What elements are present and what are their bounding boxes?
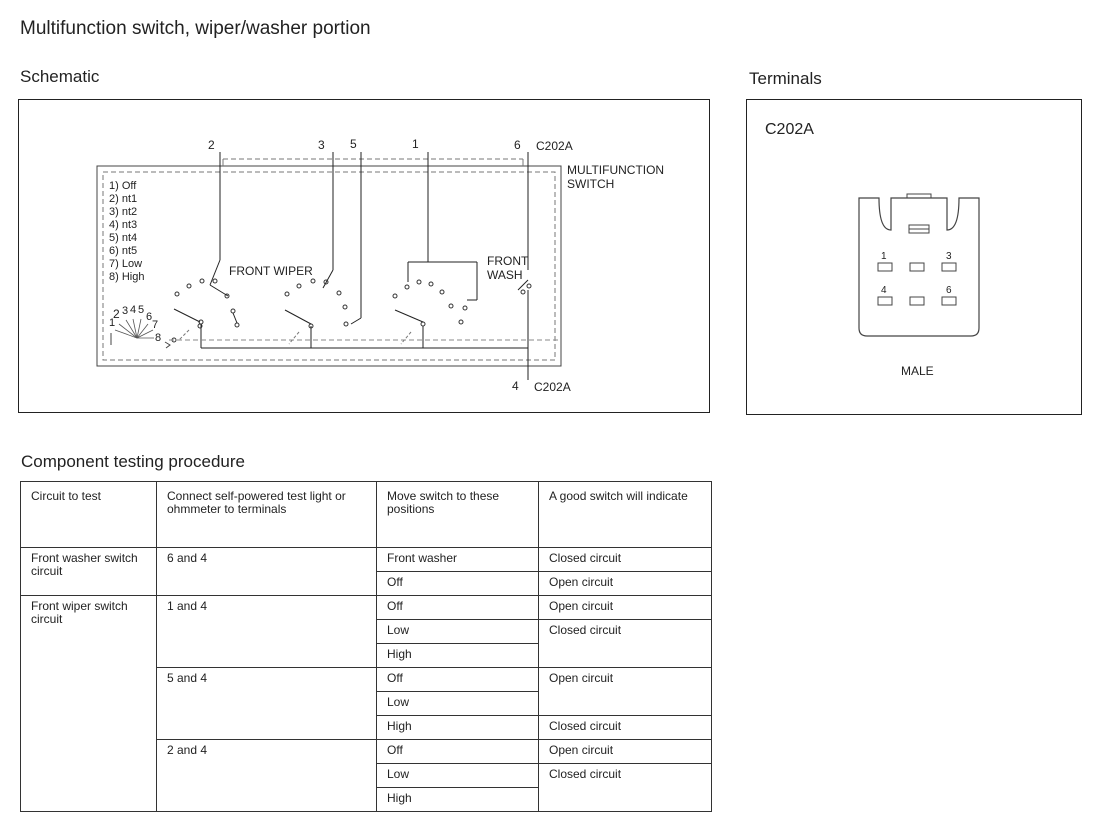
front-wash-label-line1: FRONT bbox=[487, 254, 529, 268]
position-6: 6) nt5 bbox=[109, 245, 137, 257]
header-positions: Move switch to these positions bbox=[376, 481, 539, 548]
result-cell: Open circuit bbox=[538, 595, 712, 620]
connector-housing bbox=[858, 197, 980, 337]
terminals-heading: Terminals bbox=[749, 69, 822, 88]
switch-label-line2: SWITCH bbox=[567, 177, 614, 191]
table-row: Low Closed circuit bbox=[21, 619, 712, 668]
terminal-label-4: 4 bbox=[881, 285, 887, 296]
connector-face-diagram: C202A 1 3 4 6 MALE bbox=[765, 121, 980, 378]
page-title: Multifunction switch, wiper/washer porti… bbox=[20, 18, 371, 39]
result-cell: Open circuit bbox=[538, 739, 712, 764]
procedure-table: Circuit to test Connect self-powered tes… bbox=[20, 481, 712, 812]
connector-gender-label: MALE bbox=[901, 364, 934, 378]
schematic-diagram: 2 3 5 1 6 C202A MULTIFUNCTION SWITCH 1) … bbox=[96, 137, 664, 394]
pin-label-5: 5 bbox=[350, 137, 357, 151]
terminal-label-6: 6 bbox=[946, 285, 952, 296]
table-row: Low Closed circuit bbox=[21, 763, 712, 812]
schematic-panel: 2 3 5 1 6 C202A MULTIFUNCTION SWITCH 1) … bbox=[18, 99, 710, 413]
position-cell: Low bbox=[376, 691, 539, 716]
pin-label-6: 6 bbox=[514, 138, 521, 152]
procedure-heading: Component testing procedure bbox=[21, 452, 245, 471]
position-4: 4) nt3 bbox=[109, 219, 137, 231]
circuit-cell: Front washer switch circuit bbox=[20, 547, 157, 596]
table-row: Front washer switch circuit 6 and 4 Fron… bbox=[20, 547, 712, 596]
result-cell: Closed circuit bbox=[538, 619, 712, 668]
table-row: High Closed circuit bbox=[21, 715, 712, 740]
dial-number-3: 3 bbox=[122, 305, 128, 317]
header-circuit: Circuit to test bbox=[20, 481, 157, 548]
terminal-slot-1 bbox=[877, 262, 893, 272]
terminal-label-3: 3 bbox=[946, 251, 952, 262]
pin-label-4: 4 bbox=[512, 379, 519, 393]
position-cell: Off bbox=[376, 667, 539, 692]
terminal-slot-3 bbox=[941, 262, 957, 272]
schematic-heading: Schematic bbox=[20, 67, 100, 86]
terminal-slot-4 bbox=[877, 296, 893, 306]
position-cell: Low bbox=[376, 619, 539, 644]
terminals-cell: 5 and 4 bbox=[156, 667, 377, 740]
circuit-cell: Front wiper switch circuit bbox=[20, 595, 157, 812]
terminal-slot-5 bbox=[909, 296, 925, 306]
terminals-cell: 6 and 4 bbox=[156, 547, 377, 596]
front-wiper-label: FRONT WIPER bbox=[229, 264, 313, 278]
position-cell: Low bbox=[376, 763, 539, 788]
connector-bottom-label: C202A bbox=[534, 380, 571, 394]
position-cell: Off bbox=[376, 739, 539, 764]
result-cell: Open circuit bbox=[538, 667, 712, 716]
position-cell: High bbox=[376, 643, 539, 668]
pin-label-3: 3 bbox=[318, 138, 325, 152]
dial-number-8: 8 bbox=[155, 332, 161, 344]
header-result: A good switch will indicate bbox=[538, 481, 712, 548]
position-cell: Off bbox=[376, 571, 539, 596]
position-cell: Front washer bbox=[376, 547, 539, 572]
terminal-slot-6 bbox=[941, 296, 957, 306]
position-cell: High bbox=[376, 787, 539, 812]
table-row: High bbox=[21, 787, 712, 812]
terminals-panel: C202A 1 3 4 6 MALE bbox=[746, 99, 1082, 415]
result-cell: Open circuit bbox=[538, 571, 712, 596]
result-cell: Closed circuit bbox=[538, 763, 712, 812]
terminal-slot-2 bbox=[909, 262, 925, 272]
position-3: 3) nt2 bbox=[109, 206, 137, 218]
dial-number-1: 1 bbox=[109, 317, 115, 329]
dial-number-7: 7 bbox=[152, 319, 158, 331]
terminals-cell: 1 and 4 bbox=[156, 595, 377, 668]
terminals-cell: 2 and 4 bbox=[156, 739, 377, 812]
result-cell: Closed circuit bbox=[538, 715, 712, 740]
dial-number-2: 2 bbox=[113, 307, 120, 321]
connector-top-label: C202A bbox=[536, 139, 573, 153]
position-1: 1) Off bbox=[109, 180, 137, 192]
switch-label-line1: MULTIFUNCTION bbox=[567, 163, 664, 177]
position-8: 8) High bbox=[109, 271, 144, 283]
position-cell: Off bbox=[376, 595, 539, 620]
pin-label-2: 2 bbox=[208, 138, 215, 152]
pin-label-1: 1 bbox=[412, 137, 419, 151]
header-terminals: Connect self-powered test light or ohmme… bbox=[156, 481, 377, 548]
position-2: 2) nt1 bbox=[109, 193, 137, 205]
terminal-label-1: 1 bbox=[881, 251, 887, 262]
dial-number-4: 4 bbox=[130, 304, 136, 316]
dial-number-5: 5 bbox=[138, 304, 144, 316]
result-cell: Closed circuit bbox=[538, 547, 712, 572]
terminals-connector-label: C202A bbox=[765, 121, 814, 138]
table-header-row: Circuit to test Connect self-powered tes… bbox=[20, 481, 712, 548]
position-5: 5) nt4 bbox=[109, 232, 137, 244]
position-cell: High bbox=[376, 715, 539, 740]
table-row: Front wiper switch circuit 1 and 4 Off O… bbox=[20, 595, 712, 812]
table-row: 2 and 4 Off Open circuit bbox=[21, 739, 712, 812]
connector-key bbox=[906, 193, 932, 198]
table-row: Off Open circuit bbox=[21, 571, 712, 596]
dial-number-6: 6 bbox=[146, 311, 152, 323]
front-wash-label-line2: WASH bbox=[487, 268, 523, 282]
position-7: 7) Low bbox=[109, 258, 142, 270]
